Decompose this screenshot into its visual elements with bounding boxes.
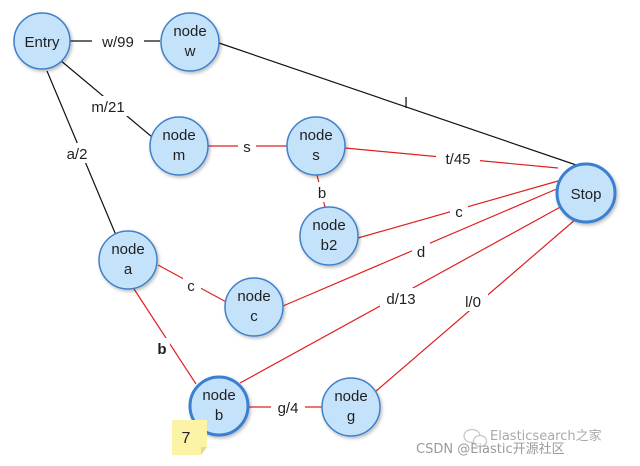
node-g[interactable]: node g — [321, 377, 381, 437]
watermark-text: CSDN @Elastic开源社区 — [416, 441, 565, 457]
label-entry-a: a/2 — [67, 146, 88, 163]
wechat-icon — [463, 428, 488, 448]
watermark-overlay-text: Elasticsearch之家 — [490, 428, 602, 444]
edge-w-stop — [218, 42, 586, 169]
label-b-g: g/4 — [278, 400, 299, 417]
label-g-stop: l/0 — [465, 294, 481, 311]
node-b-line1: node — [202, 387, 235, 404]
node-b2-line1: node — [312, 217, 345, 234]
node-b2-line2: b2 — [321, 237, 338, 254]
sticky-note: 7 — [172, 420, 207, 455]
label-m-s: s — [243, 139, 251, 156]
label-b-stop: d/13 — [386, 291, 415, 308]
label-entry-m: m/21 — [91, 99, 124, 116]
label-entry-w: w/99 — [101, 34, 134, 51]
node-stop-label: Stop — [571, 186, 602, 203]
node-w[interactable]: node w — [160, 12, 220, 72]
nodes: Entry node w node m node s node b2 n — [13, 12, 617, 437]
node-w-line1: node — [173, 23, 206, 40]
node-s-line1: node — [299, 127, 332, 144]
label-w-stop: l — [404, 95, 407, 112]
node-entry[interactable]: Entry — [13, 12, 71, 70]
node-s[interactable]: node s — [286, 116, 346, 176]
node-stop[interactable]: Stop — [555, 162, 617, 224]
node-b-line2: b — [215, 407, 223, 424]
edge-a-b — [133, 288, 197, 385]
label-s-b2: b — [318, 185, 326, 202]
node-a[interactable]: node a — [98, 230, 158, 290]
node-entry-label: Entry — [24, 34, 60, 51]
label-a-c: c — [187, 278, 195, 295]
node-g-line1: node — [334, 388, 367, 405]
label-b2-stop: c — [455, 204, 463, 221]
node-c[interactable]: node c — [224, 277, 284, 337]
node-g-line2: g — [347, 408, 355, 425]
watermark: CSDN @Elastic开源社区 Elasticsearch之家 — [416, 428, 602, 457]
node-m-line2: m — [173, 147, 186, 164]
node-c-line1: node — [237, 288, 270, 305]
node-m[interactable]: node m — [149, 116, 209, 176]
node-b2[interactable]: node b2 — [299, 206, 359, 266]
node-a-line1: node — [111, 241, 144, 258]
node-w-line2: w — [184, 43, 196, 60]
node-s-line2: s — [312, 147, 320, 164]
label-c-stop: d — [417, 244, 425, 261]
label-s-stop: t/45 — [445, 151, 470, 168]
node-c-line2: c — [250, 308, 258, 325]
node-m-line1: node — [162, 127, 195, 144]
node-a-line2: a — [124, 261, 133, 278]
label-a-b: b — [157, 341, 166, 358]
sticky-note-text: 7 — [182, 430, 191, 447]
edge-labels: w/99 l m/21 a/2 s t/45 b c c d b d/13 g/… — [60, 31, 488, 417]
